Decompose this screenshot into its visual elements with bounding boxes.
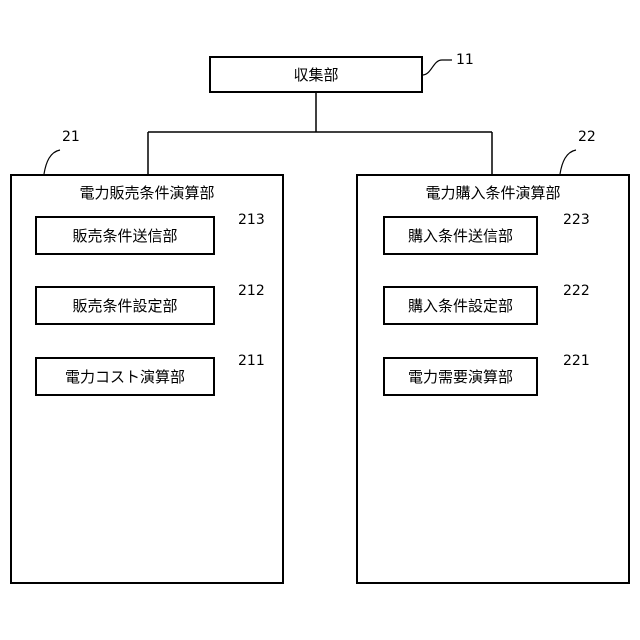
sell-item-label: 販売条件送信部 xyxy=(72,225,177,246)
leader-11 xyxy=(423,60,452,75)
leader-22 xyxy=(560,150,576,174)
buy-item-label: 電力需要演算部 xyxy=(408,366,513,387)
ref-11: 11 xyxy=(456,52,474,68)
sell-item-label: 販売条件設定部 xyxy=(72,295,177,316)
ref-212: 212 xyxy=(238,283,265,299)
sell-item-box: 販売条件送信部 xyxy=(35,216,215,255)
ref-22: 22 xyxy=(578,129,596,145)
buy-item-label: 購入条件送信部 xyxy=(408,225,513,246)
ref-221: 221 xyxy=(563,353,590,369)
buy-item-box: 購入条件設定部 xyxy=(383,286,538,325)
buy-item-label: 購入条件設定部 xyxy=(408,295,513,316)
collector-box: 収集部 xyxy=(209,56,423,93)
ref-223: 223 xyxy=(563,212,590,228)
ref-222: 222 xyxy=(563,283,590,299)
leader-21 xyxy=(44,150,60,174)
sell-item-box: 販売条件設定部 xyxy=(35,286,215,325)
sell-item-box: 電力コスト演算部 xyxy=(35,357,215,396)
ref-211: 211 xyxy=(238,353,265,369)
buy-item-box: 電力需要演算部 xyxy=(383,357,538,396)
ref-213: 213 xyxy=(238,212,265,228)
buy-unit-title: 電力購入条件演算部 xyxy=(356,182,630,203)
connector-lines xyxy=(148,92,492,174)
sell-unit-title: 電力販売条件演算部 xyxy=(10,182,284,203)
sell-item-label: 電力コスト演算部 xyxy=(65,366,185,387)
buy-item-box: 購入条件送信部 xyxy=(383,216,538,255)
collector-label: 収集部 xyxy=(293,64,338,85)
ref-21: 21 xyxy=(62,129,80,145)
